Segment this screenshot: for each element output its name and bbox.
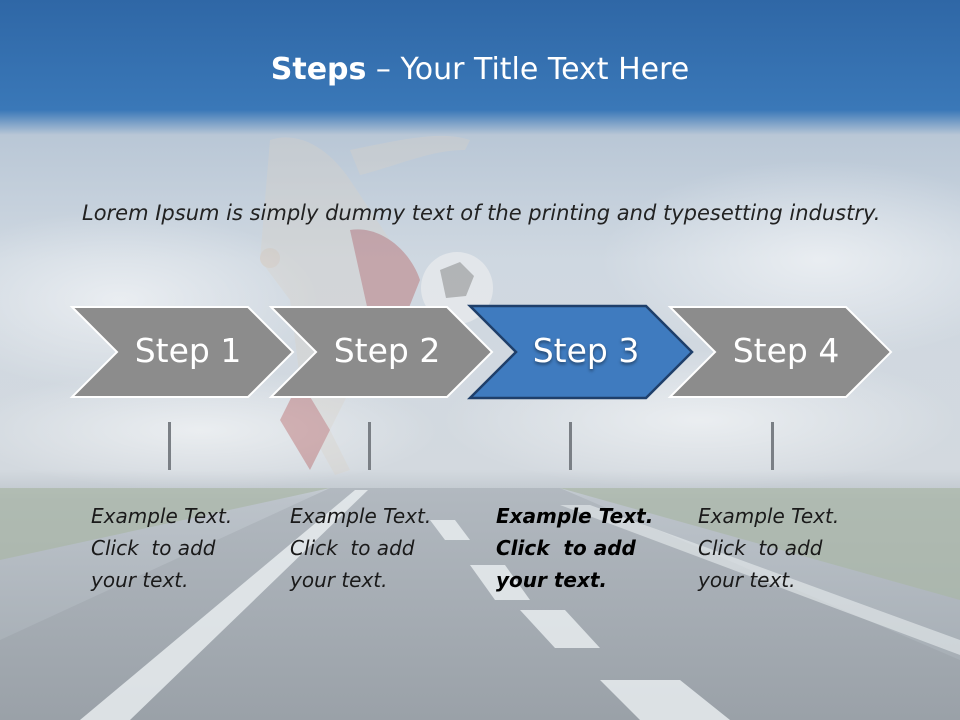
connector-line-2: [368, 422, 371, 470]
caption-line: Click to add: [698, 536, 823, 560]
step-3-label: Step 3: [532, 331, 640, 370]
title-rest: – Your Title Text Here: [366, 52, 690, 87]
caption-line: your text.: [698, 568, 796, 592]
caption-line: Example Text.: [91, 504, 233, 528]
chevron-step-3[interactable]: [466, 304, 694, 400]
connector-line-4: [771, 422, 774, 470]
step-2-caption[interactable]: Example Text. Click to add your text.: [290, 500, 470, 596]
caption-line: your text.: [91, 568, 189, 592]
caption-line: Example Text.: [698, 504, 840, 528]
caption-line: your text.: [496, 568, 608, 592]
step-2-label: Step 2: [333, 331, 441, 370]
page-title: Steps – Your Title Text Here: [0, 52, 960, 87]
step-1-caption[interactable]: Example Text. Click to add your text.: [91, 500, 271, 596]
caption-line: Example Text.: [290, 504, 432, 528]
step-4-label: Step 4: [732, 331, 840, 370]
chevron-step-2[interactable]: [268, 306, 494, 398]
connector-line-1: [168, 422, 171, 470]
chevron-step-1[interactable]: [69, 306, 295, 398]
caption-line: your text.: [290, 568, 388, 592]
step-3-caption[interactable]: Example Text. Click to add your text.: [496, 500, 676, 596]
title-bold: Steps: [270, 52, 367, 87]
chevron-step-4[interactable]: [667, 306, 893, 398]
connector-line-3: [569, 422, 572, 470]
step-4-caption[interactable]: Example Text. Click to add your text.: [698, 500, 878, 596]
caption-line: Click to add: [290, 536, 415, 560]
step-1-label: Step 1: [134, 331, 242, 370]
caption-line: Click to add: [91, 536, 216, 560]
lead-paragraph: Lorem Ipsum is simply dummy text of the …: [82, 201, 881, 225]
caption-line: Example Text.: [496, 504, 654, 528]
caption-line: Click to add: [496, 536, 636, 560]
